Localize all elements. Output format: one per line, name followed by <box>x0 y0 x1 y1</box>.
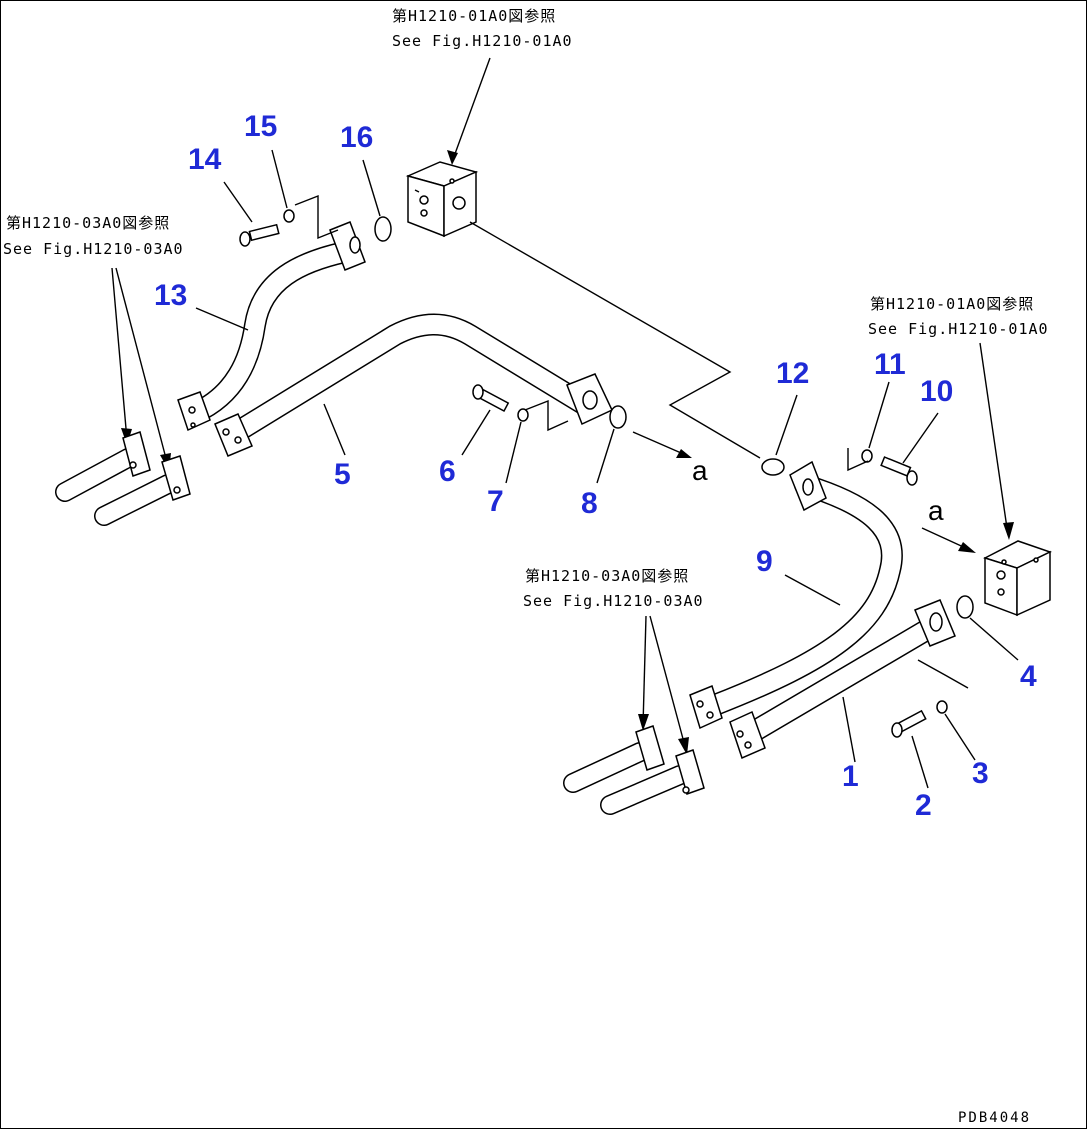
ref-center-hoses-en: See Fig.H1210-03A0 <box>523 592 704 610</box>
part-number-10: 10 <box>920 375 953 408</box>
ref-top-block-en: See Fig.H1210-01A0 <box>392 32 573 50</box>
callout-leaders <box>195 149 1019 789</box>
reference-leaders <box>111 57 1014 755</box>
valve-block-right <box>983 540 1052 617</box>
connector-letter-right: a <box>928 495 944 526</box>
bolt-14 <box>239 223 280 247</box>
part-number-6: 6 <box>439 455 456 488</box>
valve-block-top <box>405 161 479 238</box>
o-ring-4 <box>956 595 974 619</box>
hoses-center <box>563 725 705 815</box>
o-ring-8 <box>609 405 627 429</box>
pipe-9 <box>689 460 903 730</box>
drawing-code: PDB4048 <box>958 1110 1031 1126</box>
connector-letter-left: a <box>692 455 708 486</box>
pipe-5 <box>214 313 613 457</box>
o-ring-12 <box>761 458 785 476</box>
washer-11 <box>861 449 873 463</box>
part-number-13: 13 <box>154 279 187 312</box>
bolt-6 <box>472 384 510 413</box>
part-number-4: 4 <box>1020 660 1037 693</box>
washer-7 <box>517 408 529 422</box>
part-number-5: 5 <box>334 458 351 491</box>
part-number-11: 11 <box>874 348 906 381</box>
part-callouts: 1 2 3 4 5 6 7 8 9 10 11 12 13 14 15 16 <box>154 110 1037 822</box>
part-number-8: 8 <box>581 487 598 520</box>
part-number-3: 3 <box>972 757 989 790</box>
ref-right-block-en: See Fig.H1210-01A0 <box>868 320 1049 338</box>
washer-15 <box>283 209 295 223</box>
ref-left-hoses-en: See Fig.H1210-03A0 <box>3 240 184 258</box>
part-number-9: 9 <box>756 545 773 578</box>
part-number-15: 15 <box>244 110 277 143</box>
part-number-16: 16 <box>340 121 373 154</box>
part-number-2: 2 <box>915 789 932 822</box>
hoses-left <box>55 431 191 526</box>
ref-top-block-jp: 第H1210-01A0図参照 <box>392 7 556 25</box>
ref-right-block-jp: 第H1210-01A0図参照 <box>870 295 1034 313</box>
part-number-12: 12 <box>776 357 809 390</box>
assembly-lines <box>294 194 976 689</box>
part-number-14: 14 <box>188 143 222 176</box>
washer-3 <box>936 700 948 714</box>
pipe-13 <box>177 221 366 432</box>
ref-center-hoses-jp: 第H1210-03A0図参照 <box>525 567 689 585</box>
part-number-1: 1 <box>842 760 859 793</box>
bolt-2 <box>891 709 927 738</box>
part-number-7: 7 <box>487 485 504 518</box>
small-parts <box>239 209 974 738</box>
bolt-10 <box>880 456 918 486</box>
o-ring-16 <box>374 216 392 242</box>
ref-left-hoses-jp: 第H1210-03A0図参照 <box>6 214 170 232</box>
pipe-1 <box>729 599 956 760</box>
